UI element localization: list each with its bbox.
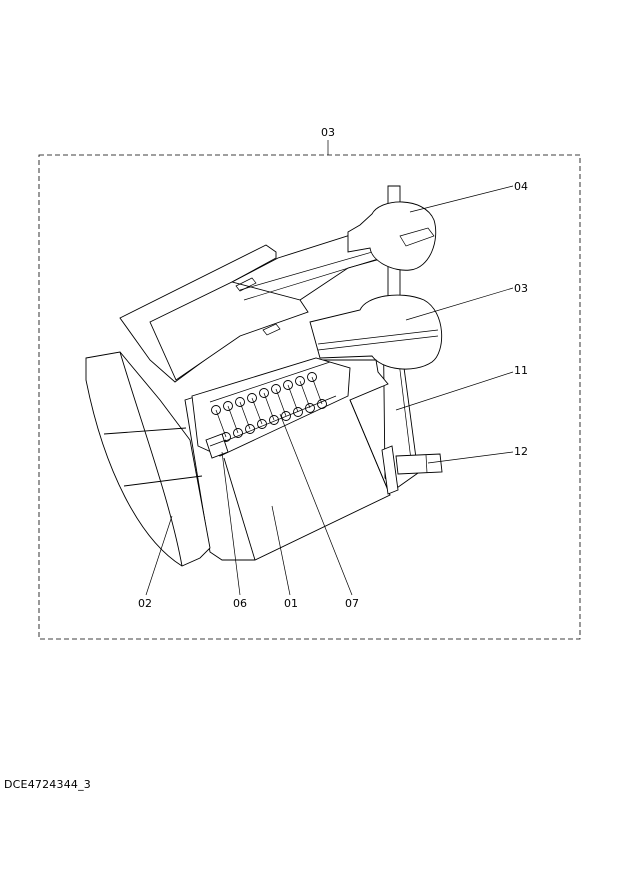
callout-label-03: 03 <box>514 282 528 295</box>
callout-label-11: 11 <box>514 364 528 377</box>
leader-06 <box>221 451 241 596</box>
spring-07 <box>209 361 337 445</box>
rotor-02 <box>85 351 211 567</box>
leader-03 <box>405 287 514 321</box>
document-code: DCE4724344_3 <box>4 778 91 791</box>
callout-label-12: 12 <box>514 445 528 458</box>
leader-11 <box>395 371 514 411</box>
callout-label-01: 01 <box>284 597 298 610</box>
callout-label-07: 07 <box>345 597 359 610</box>
callout-label-03-assembly: 03 <box>321 126 335 139</box>
leader-01 <box>271 505 291 596</box>
ball-joint-03 <box>309 294 443 370</box>
callout-label-02: 02 <box>138 597 152 610</box>
valve-body <box>184 357 391 561</box>
bolt-12 <box>381 445 443 495</box>
callout-label-04: 04 <box>514 180 528 193</box>
leader-04 <box>409 185 514 213</box>
assembly-boundary <box>38 154 581 640</box>
leader-07 <box>279 413 353 596</box>
ball-joint-04 <box>347 201 437 271</box>
seal-06 <box>205 433 229 459</box>
leader-02 <box>145 515 173 596</box>
leader-12 <box>427 451 514 464</box>
housing-cover <box>119 231 421 383</box>
callout-label-06: 06 <box>233 597 247 610</box>
